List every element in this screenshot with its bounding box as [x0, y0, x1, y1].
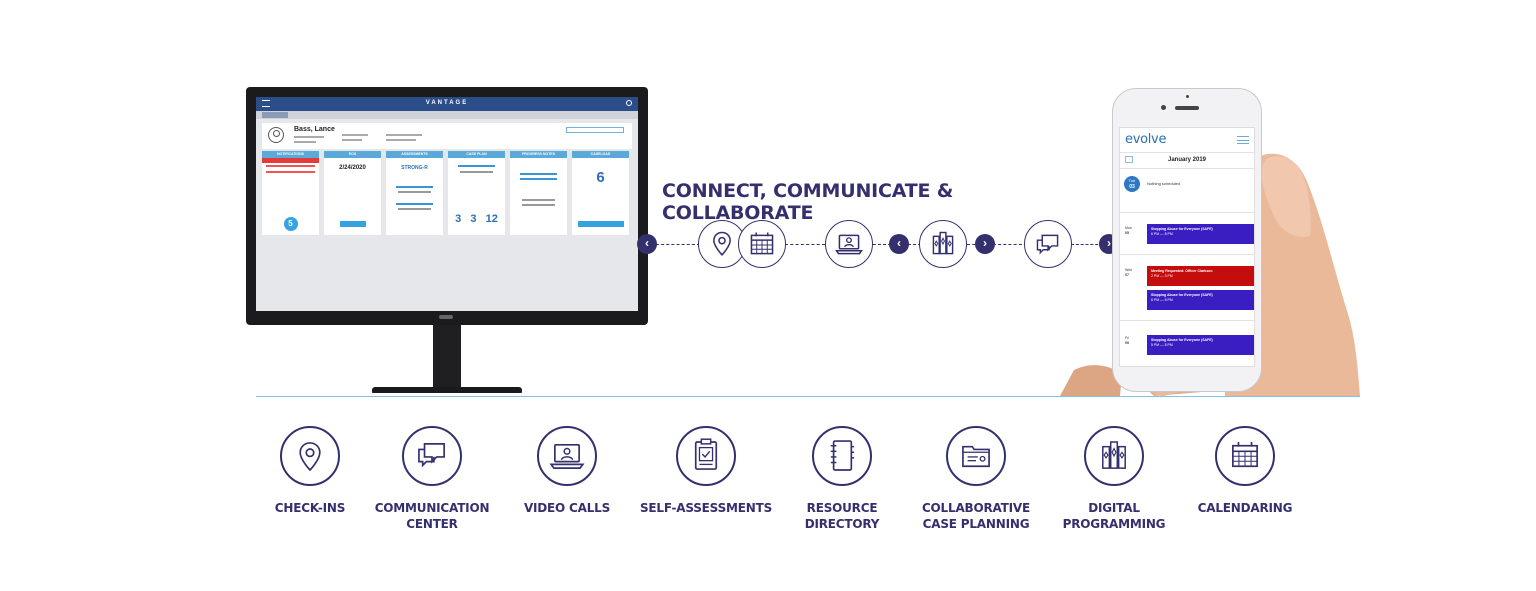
client-profile-header: Bass, Lance	[262, 123, 632, 149]
connector-dash	[656, 244, 700, 245]
card-notifications[interactable]: NOTIFICATIONS 5	[262, 151, 319, 235]
case-plan-count-b: 3	[470, 213, 477, 225]
card-eos[interactable]: EOS 2/24/2020	[324, 151, 381, 235]
card-header: EOS	[324, 151, 381, 158]
video-call-icon	[825, 220, 873, 268]
case-plan-count-a: 3	[455, 213, 462, 225]
caseload-count: 6	[596, 169, 605, 186]
location-pin-icon	[280, 426, 340, 486]
calendar-icon	[738, 220, 786, 268]
monitor-stand-neck	[433, 325, 461, 389]
card-header: ASSESSMENTS	[386, 151, 443, 158]
feature-label: CALENDARING	[1197, 501, 1293, 515]
feature-label: CHECK-INS	[274, 501, 346, 515]
prev-arrow-button[interactable]: ‹	[889, 234, 909, 254]
chat-bubbles-icon	[1024, 220, 1072, 268]
menu-icon[interactable]	[1237, 136, 1249, 144]
card-header: PROGRESS NOTES	[510, 151, 567, 158]
feature-label: VIDEO CALLS	[523, 501, 611, 515]
prev-arrow-button[interactable]: ‹	[637, 234, 657, 254]
app-header: VANTAGE	[256, 97, 638, 111]
eos-date: 2/24/2020	[339, 165, 366, 171]
card-caseload[interactable]: CASELOAD 6	[572, 151, 629, 235]
eos-button[interactable]	[340, 221, 366, 227]
case-plan-count-c: 12	[485, 213, 498, 225]
card-case-plan[interactable]: CASE PLAN 3 3 12	[448, 151, 505, 235]
books-icon	[919, 220, 967, 268]
headline: CONNECT, COMMUNICATE & COLLABORATE	[662, 180, 954, 224]
clipboard-check-icon	[676, 426, 736, 486]
profile-action-button[interactable]	[566, 127, 624, 133]
next-arrow-button[interactable]: ›	[975, 234, 995, 254]
dashboard-cards: NOTIFICATIONS 5 EOS 2/24/2020 ASSESSMENT…	[262, 151, 632, 239]
caseload-button[interactable]	[578, 221, 624, 227]
feature-video-calls[interactable]: VIDEO CALLS	[477, 426, 657, 516]
avatar	[268, 127, 284, 143]
search-icon[interactable]	[626, 100, 632, 106]
feature-check-ins[interactable]: CHECK-INS	[220, 426, 400, 516]
monitor-stand-base	[372, 387, 522, 393]
vantage-dashboard-screen: VANTAGE Bass, Lance NOTIFICATIONS 5 EOS	[256, 97, 638, 311]
card-progress-notes[interactable]: PROGRESS NOTES	[510, 151, 567, 235]
calendar-event[interactable]: Stopping Abuse for Everyone (SAFE)6 PM —…	[1147, 290, 1254, 310]
desktop-monitor: VANTAGE Bass, Lance NOTIFICATIONS 5 EOS	[246, 87, 648, 325]
empty-day-text: Nothing scheduled	[1147, 181, 1181, 186]
notification-count: 5	[283, 217, 298, 231]
tab-strip	[256, 111, 638, 119]
notebook-icon	[812, 426, 872, 486]
feature-calendaring[interactable]: CALENDARING	[1155, 426, 1335, 516]
client-name: Bass, Lance	[294, 126, 335, 133]
divider-line	[256, 396, 1360, 397]
card-header: CASELOAD	[572, 151, 629, 158]
app-logo: evolve	[1125, 132, 1167, 147]
tab-dashboard[interactable]	[262, 112, 288, 118]
books-icon	[1084, 426, 1144, 486]
card-assessments[interactable]: ASSESSMENTS STRONG-R	[386, 151, 443, 235]
assessment-name: STRONG-R	[401, 165, 428, 171]
chat-bubbles-icon	[402, 426, 462, 486]
feature-self-assessments[interactable]: SELF-ASSESSMENTS	[616, 426, 796, 516]
menu-icon[interactable]	[262, 100, 270, 107]
card-header: NOTIFICATIONS	[262, 151, 319, 158]
connector-dash	[785, 244, 825, 245]
connector-dash	[1071, 244, 1103, 245]
folder-plan-icon	[946, 426, 1006, 486]
calendar-icon	[1215, 426, 1275, 486]
app-title: VANTAGE	[425, 100, 469, 106]
calendar-event[interactable]: Stopping Abuse for Everyone (SAFE)5 PM —…	[1147, 335, 1254, 355]
connector-dash	[967, 244, 1027, 245]
monitor-logo	[439, 315, 453, 319]
calendar-event[interactable]: Stopping Abuse for Everyone (SAFE)6 PM —…	[1147, 224, 1254, 244]
video-call-icon	[537, 426, 597, 486]
month-title: January 2019	[1167, 157, 1207, 163]
feature-label: SELF-ASSESSMENTS	[639, 501, 773, 515]
card-header: CASE PLAN	[448, 151, 505, 158]
calendar-icon[interactable]	[1125, 156, 1133, 163]
